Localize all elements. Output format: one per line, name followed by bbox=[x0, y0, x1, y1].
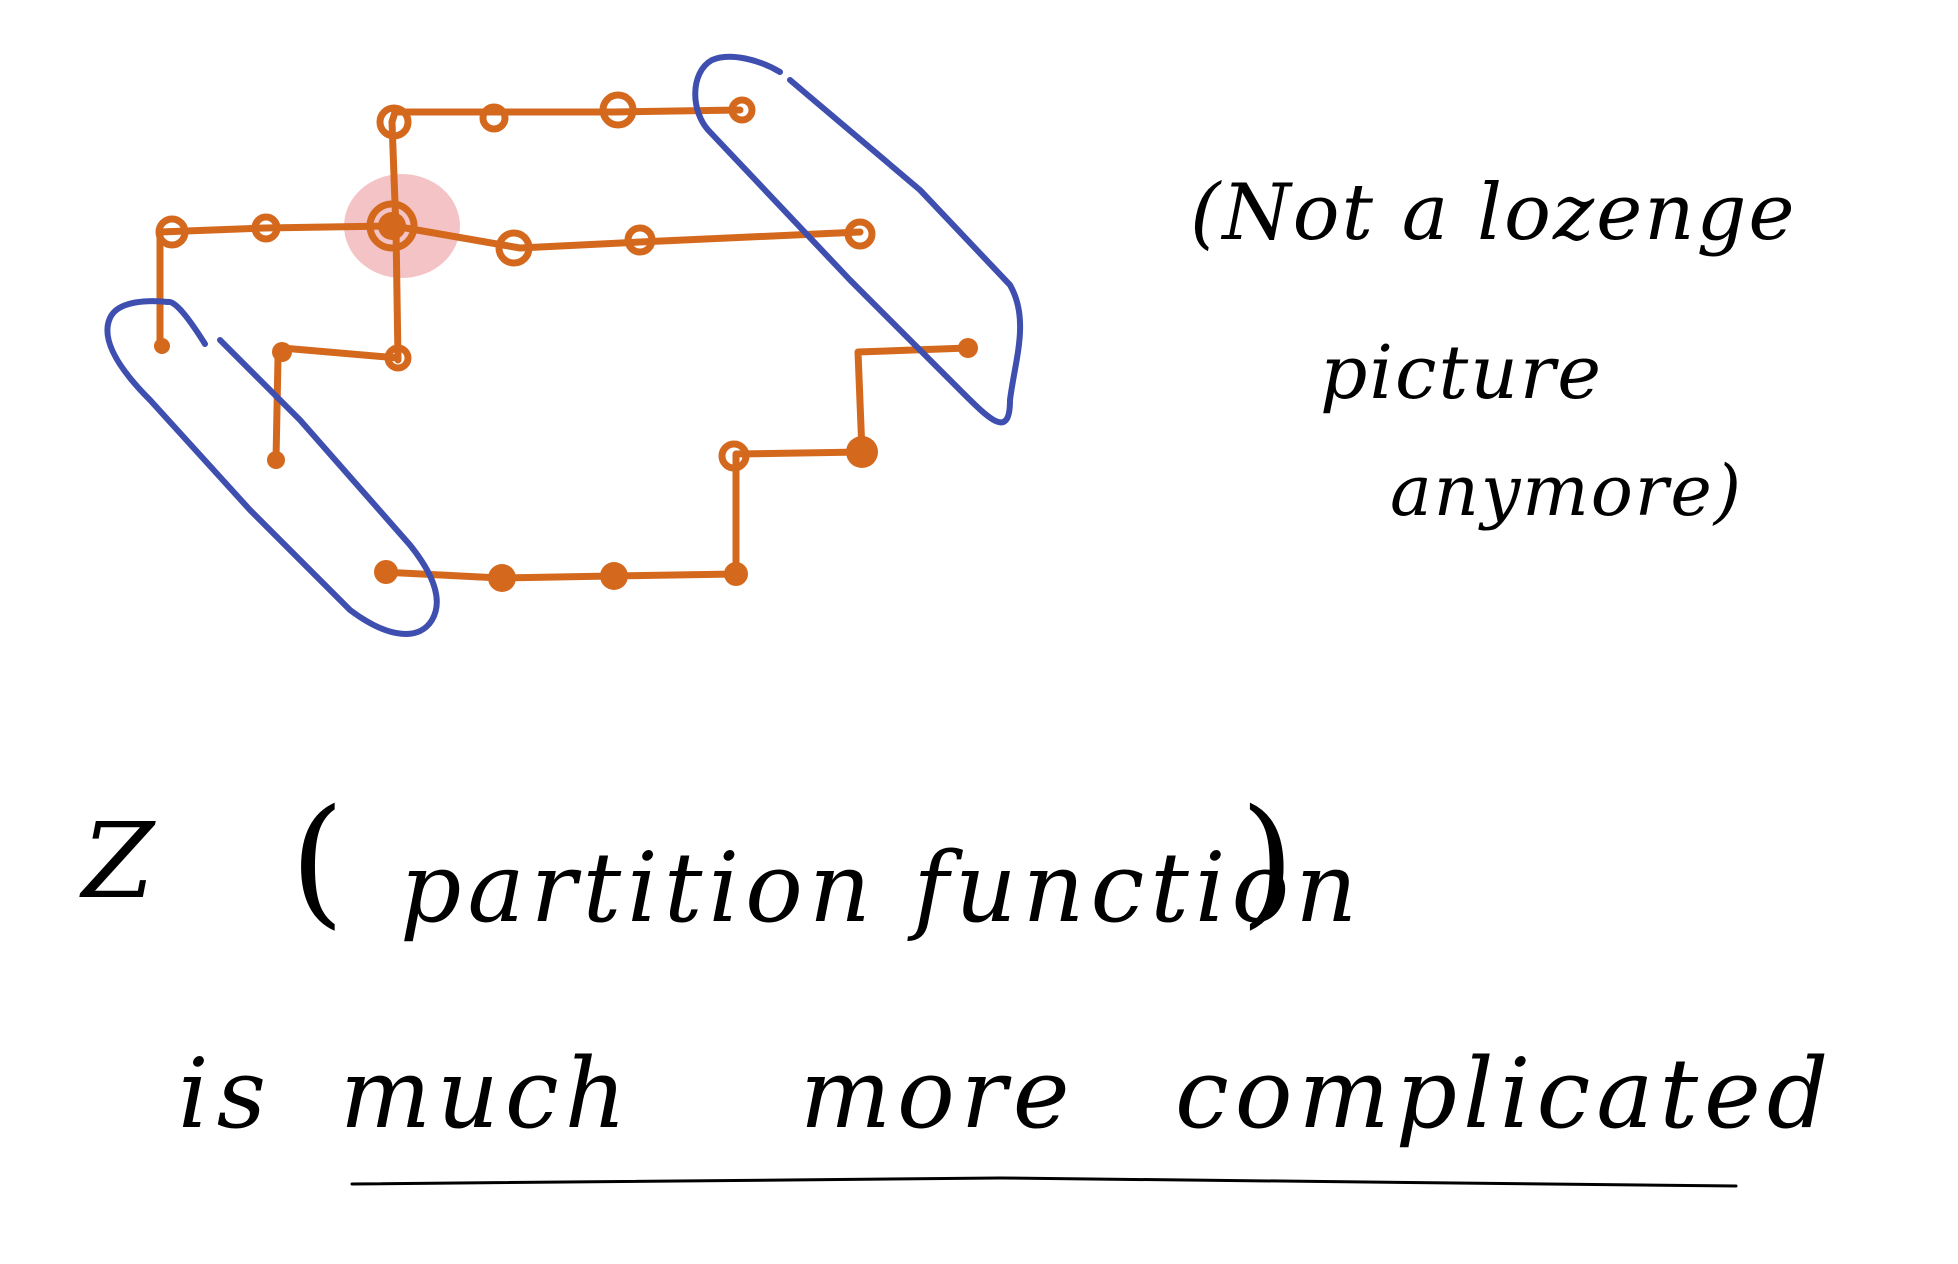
word-is: is bbox=[178, 1038, 274, 1150]
vertex bbox=[155, 215, 189, 249]
emphasis-underline bbox=[350, 1176, 1738, 1188]
word-more: more bbox=[800, 1038, 1076, 1150]
vertex-filled bbox=[724, 562, 748, 586]
vertex-filled bbox=[846, 436, 878, 468]
vertex bbox=[495, 229, 533, 267]
vertex bbox=[479, 103, 509, 133]
enclosure-right bbox=[692, 53, 1024, 426]
note-line-2: picture bbox=[1320, 330, 1604, 416]
word-complicated: complicated bbox=[1175, 1038, 1835, 1150]
close-paren: ) bbox=[1240, 780, 1297, 943]
note-line-1: (Not a lozenge bbox=[1190, 168, 1797, 258]
path-middle bbox=[156, 222, 864, 252]
vertex bbox=[376, 104, 412, 140]
path-vertical-main bbox=[388, 118, 402, 364]
path-inner-left bbox=[272, 344, 402, 464]
open-paren: ( bbox=[290, 780, 347, 943]
vertex bbox=[251, 213, 281, 243]
vertex-filled bbox=[488, 564, 516, 592]
word-much: much bbox=[340, 1038, 633, 1150]
enclosure-left bbox=[104, 298, 440, 637]
vertex-filled bbox=[272, 342, 292, 362]
vertex bbox=[624, 224, 656, 256]
note-line-3: anymore) bbox=[1390, 450, 1744, 532]
partition-function-label: partition function bbox=[400, 832, 1364, 944]
path-top bbox=[388, 106, 744, 126]
z-symbol: Z bbox=[82, 800, 157, 922]
vertex-filled bbox=[600, 562, 628, 590]
vertex-filled bbox=[958, 338, 978, 358]
vertex-filled bbox=[378, 212, 406, 240]
vertex-filled bbox=[267, 451, 285, 469]
vertex bbox=[718, 440, 750, 472]
path-bottom bbox=[378, 344, 972, 582]
vertex bbox=[728, 96, 756, 124]
vertex-filled bbox=[374, 560, 398, 584]
vertex-filled bbox=[154, 338, 170, 354]
vertex bbox=[844, 218, 876, 250]
vertex bbox=[599, 91, 637, 129]
vertex bbox=[366, 200, 418, 252]
vertex bbox=[384, 344, 412, 372]
